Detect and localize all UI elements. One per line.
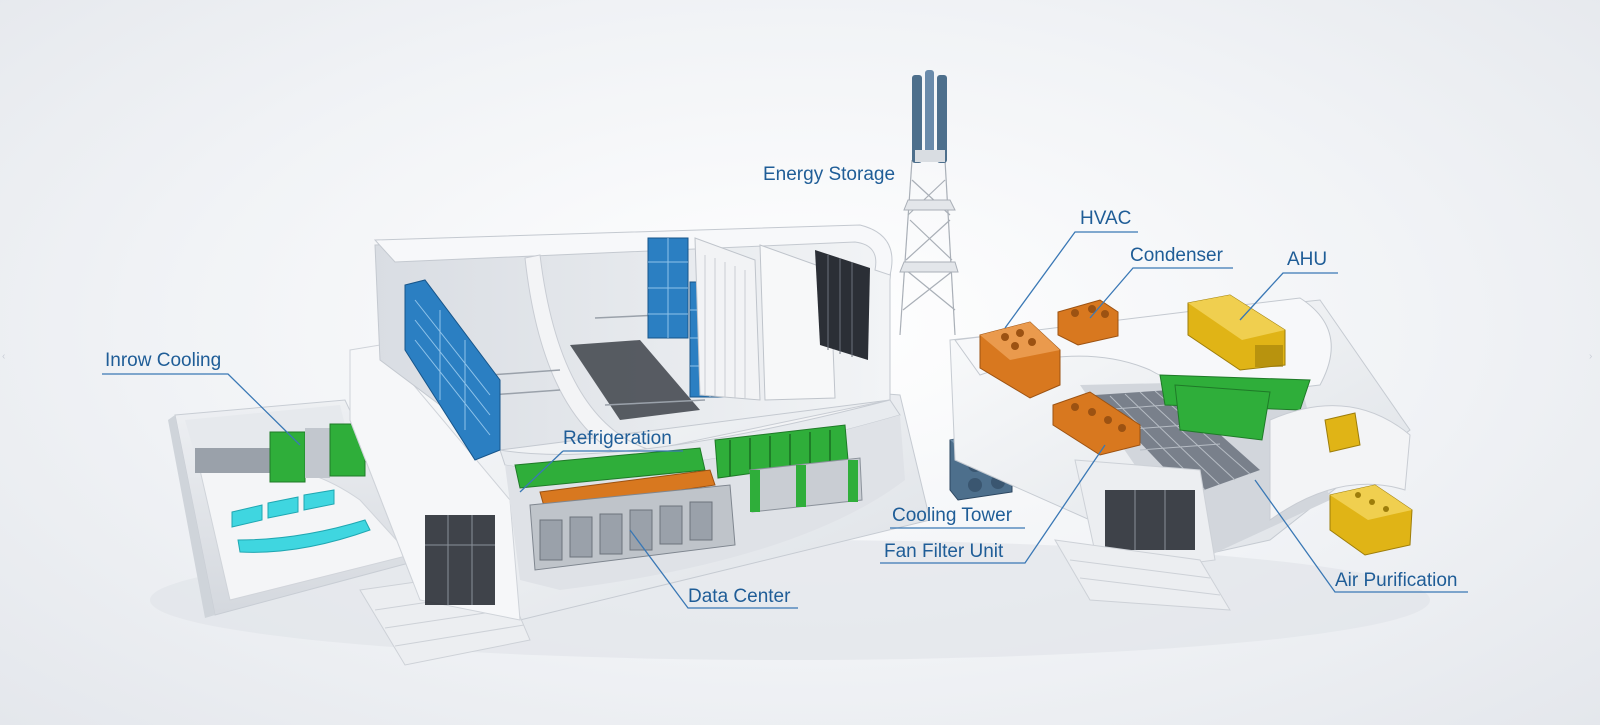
label-inrow-cooling: Inrow Cooling (105, 350, 222, 371)
fan-filter-unit (1052, 391, 1141, 456)
label-refrigeration: Refrigeration (563, 428, 672, 449)
ahu-unit (1187, 294, 1286, 371)
label-energy-storage: Energy Storage (763, 164, 896, 185)
hvac-unit (979, 321, 1061, 399)
right-edge-chevron-icon: › (1589, 351, 1593, 362)
control-console (231, 489, 371, 553)
label-data-center: Data Center (688, 586, 791, 607)
lower-data-hall (505, 415, 905, 590)
left-edge-chevron-icon: ‹ (2, 351, 6, 362)
leader-lines (102, 231, 1468, 609)
energy-storage-tower (899, 70, 959, 336)
louver-panels (694, 237, 870, 401)
label-fan-filter-unit: Fan Filter Unit (884, 541, 1004, 562)
air-purification-units (1324, 412, 1413, 556)
label-condenser: Condenser (1130, 245, 1223, 266)
label-cooling-tower: Cooling Tower (892, 505, 1013, 526)
condenser-unit (1057, 299, 1119, 346)
right-building (949, 297, 1411, 611)
label-ahu: AHU (1287, 249, 1328, 270)
label-air-purification: Air Purification (1335, 570, 1458, 591)
label-hvac: HVAC (1080, 208, 1132, 229)
